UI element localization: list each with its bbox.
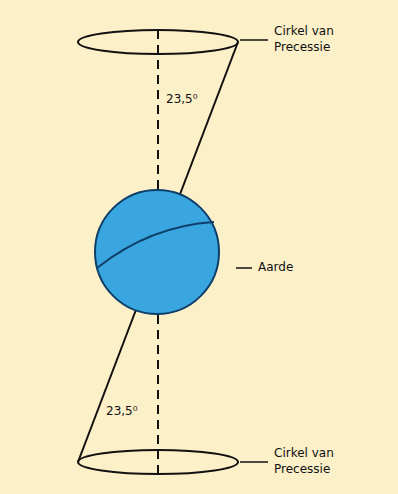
earth-sphere — [95, 190, 219, 314]
leader-line — [240, 39, 268, 41]
earth-axis — [78, 42, 238, 462]
angle-label: 23,5⁰ — [166, 92, 198, 108]
equator-line — [97, 222, 214, 268]
leader-line — [240, 461, 268, 463]
precession-circle — [78, 30, 238, 54]
circle-label: Cirkel van Precessie — [274, 446, 366, 477]
angle-label: 23,5⁰ — [106, 404, 138, 420]
earth-label: Aarde — [258, 260, 293, 276]
circle-label: Cirkel van Precessie — [274, 24, 366, 55]
leader-line — [236, 267, 252, 269]
precession-circle — [78, 450, 238, 474]
